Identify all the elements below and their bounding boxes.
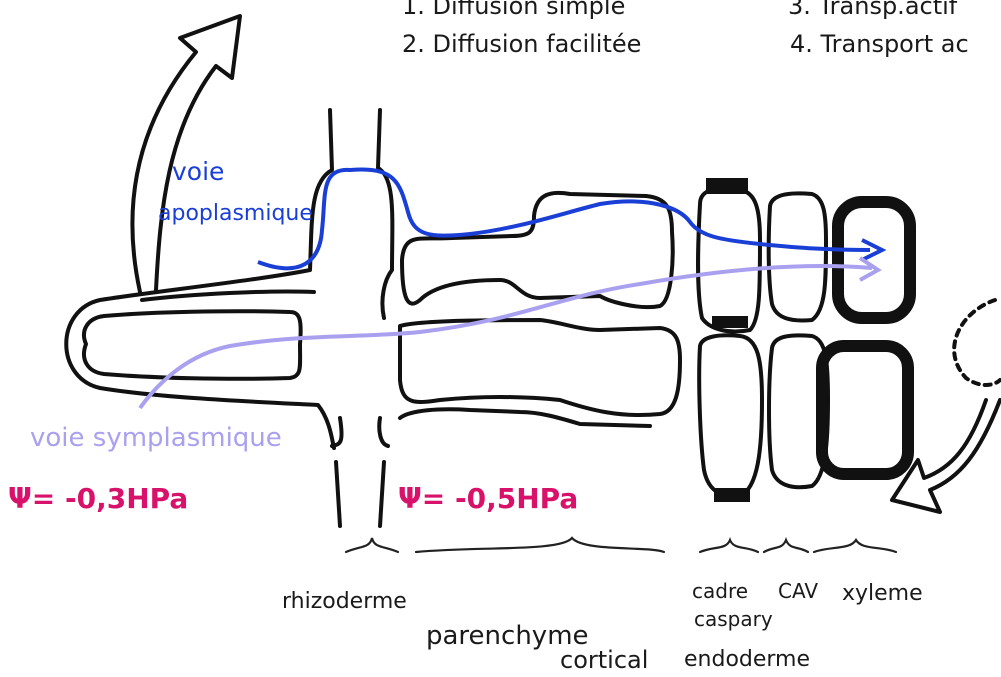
- label-cav: CAV: [778, 579, 818, 603]
- label-cadre: cadre: [692, 579, 748, 603]
- brace-rhizoderme: [346, 538, 398, 552]
- label-caspary: caspary: [694, 607, 773, 631]
- legend-item-3: 3. Transp.actif: [788, 0, 958, 20]
- cortical-cells: [400, 193, 680, 426]
- label-xyleme: xyleme: [842, 581, 923, 606]
- apoplasmic-label-line2: apoplasmique: [158, 201, 313, 226]
- legend-item-4: 4. Transport ac: [790, 30, 969, 58]
- upward-arrow-icon: [132, 16, 240, 292]
- label-endoderme: endoderme: [684, 647, 810, 672]
- legend-item-1: 1. Diffusion simple: [402, 0, 625, 20]
- water-potential-left: Ψ= -0,3HPa: [8, 482, 188, 515]
- water-potential-right: Ψ= -0,5HPa: [398, 482, 578, 515]
- root-hair-cell: [66, 110, 392, 526]
- symplasmic-label: voie symplasmique: [30, 423, 282, 453]
- label-rhizoderme: rhizoderme: [282, 589, 407, 614]
- brace-parenchyme: [416, 538, 664, 552]
- casparian-strip-top: [706, 178, 748, 194]
- region-braces: [346, 538, 896, 552]
- brace-endoderme: [700, 540, 758, 552]
- casparian-strip-bottom: [714, 488, 750, 502]
- brace-xyleme: [814, 540, 896, 552]
- label-cortical: cortical: [560, 646, 648, 674]
- apoplasmic-pathway-arrow: [258, 169, 870, 268]
- apoplasmic-label-line1: voie: [172, 157, 224, 186]
- brace-cav: [764, 540, 808, 552]
- legend-item-2: 2. Diffusion facilitée: [402, 30, 641, 58]
- casparian-strip-middle: [712, 316, 748, 328]
- endoderm-cells: [698, 178, 828, 502]
